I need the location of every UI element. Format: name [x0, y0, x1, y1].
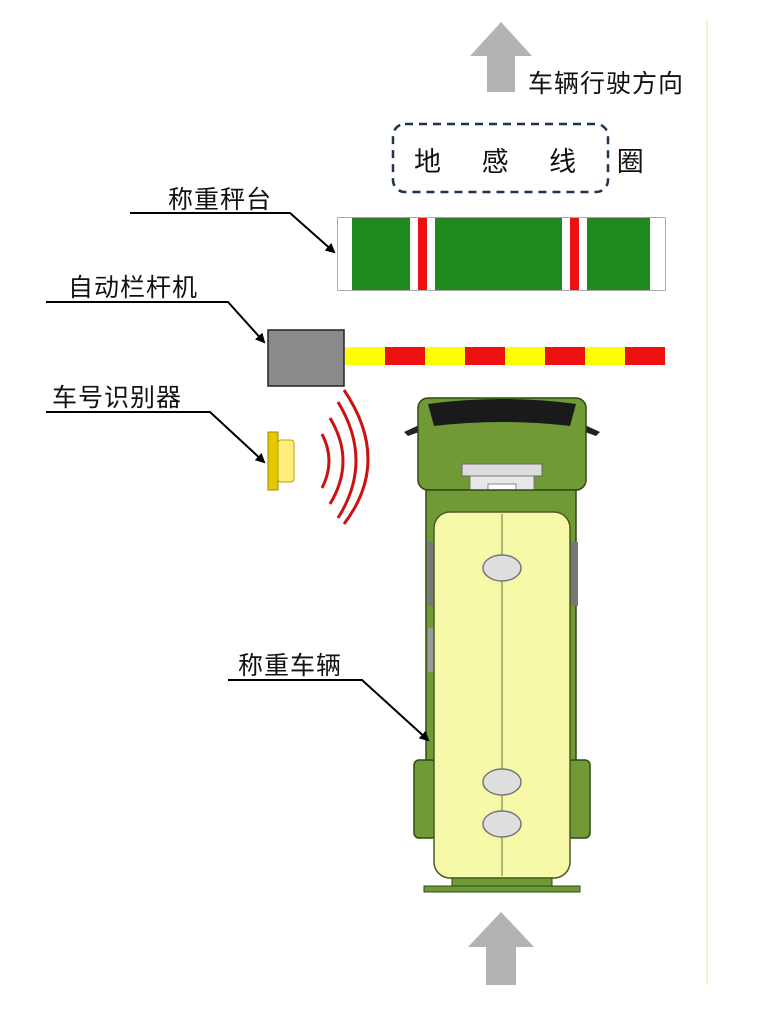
vehicle-leader-line: [228, 679, 430, 742]
plate-reader-device: [267, 431, 295, 491]
loop-coil-box: [391, 122, 610, 194]
direction-label: 车辆行驶方向: [528, 69, 685, 98]
plate-reader-label: 车号识别器: [52, 383, 183, 412]
barrier-leader-line: [46, 301, 266, 344]
signal-wave-icon: [320, 389, 370, 525]
barrier-machine: [267, 329, 345, 387]
weigh-platform-label: 称重秤台: [168, 185, 273, 214]
plate-reader-leader-line: [46, 411, 266, 464]
direction-arrow-top-icon: [470, 22, 532, 92]
barrier-arm: [345, 347, 665, 365]
weigh-vehicle: [404, 397, 600, 893]
loop-coil-label: 地 感 线 圈: [414, 147, 660, 178]
direction-arrow-bottom-icon: [468, 912, 534, 985]
weigh-platform: [337, 217, 666, 291]
vehicle-label: 称重车辆: [238, 651, 343, 680]
weigh-platform-leader-line: [130, 212, 336, 254]
barrier-label: 自动栏杆机: [68, 273, 199, 302]
